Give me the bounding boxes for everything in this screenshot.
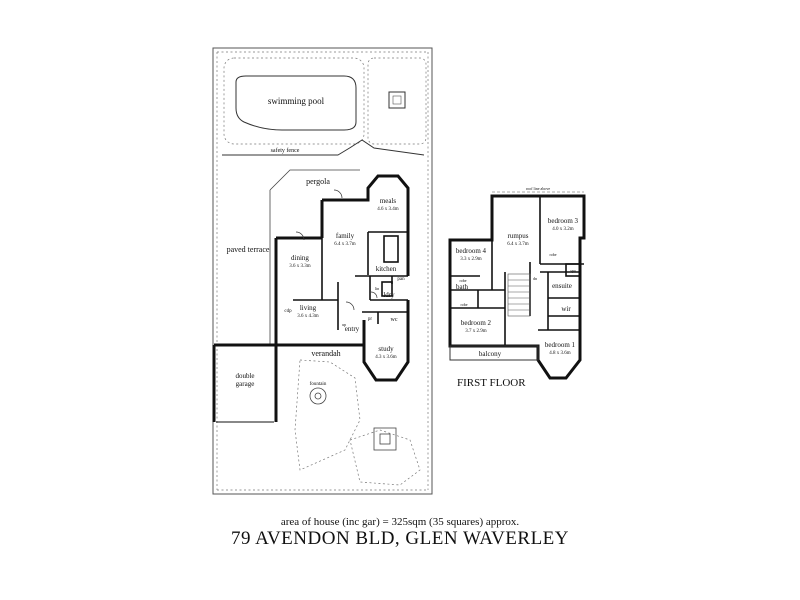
ground-floor-walls: [212, 174, 410, 422]
bedroom4-size: 3.3 x 2.9m: [460, 257, 482, 262]
pan-label: pan: [397, 277, 405, 282]
ldry-label: ldry: [383, 291, 395, 299]
living-size: 3.6 x 4.3m: [297, 314, 319, 319]
bedroom1-label: bedroom 1: [545, 341, 576, 349]
wir-label: wir: [561, 305, 571, 313]
bedroom3-size: 4.0 x 3.2m: [552, 227, 574, 232]
spa-label: spa: [570, 268, 576, 273]
ensuite-label: ensuite: [552, 282, 572, 290]
fountain-label: fountain: [310, 382, 327, 387]
door-swings: [295, 189, 378, 311]
lin-label: lin: [375, 286, 379, 291]
dining-label: dining: [291, 254, 309, 262]
pergola-label: pergola: [306, 177, 330, 186]
wc-label: wc: [391, 317, 398, 323]
bedroom4-label: bedroom 4: [456, 247, 487, 255]
site-boundary: [212, 47, 433, 495]
garden-hedges: [216, 51, 429, 491]
entry-label: entry: [345, 325, 360, 333]
meals-label: meals: [380, 197, 397, 205]
dn-label: dn: [533, 276, 537, 281]
garage-label-line1: double: [235, 372, 254, 380]
swimming-pool-label: swimming pool: [268, 96, 325, 106]
robe-label-a: robe: [459, 278, 466, 283]
swimming-pool: swimming pool: [235, 75, 357, 131]
safety-fence-label: safety fence: [271, 147, 300, 154]
bedroom3-label: bedroom 3: [548, 217, 579, 225]
balcony-label: balcony: [479, 350, 502, 358]
fountain-icon: [309, 387, 327, 405]
bedroom2-label: bedroom 2: [461, 319, 492, 327]
cdp-label: cdp: [284, 309, 292, 314]
first-floor-internal-walls: [450, 196, 584, 346]
first-floor-stairs: [507, 273, 531, 317]
paved-terrace-label: paved terrace: [227, 245, 270, 254]
garage-label-line2: garage: [236, 380, 255, 388]
pool-pavilion: [388, 91, 406, 109]
kitchen-label: kitchen: [376, 265, 397, 273]
study-label: study: [378, 345, 394, 353]
pergola: [269, 169, 360, 345]
verandah-label: verandah: [311, 349, 340, 358]
living-label: living: [300, 304, 317, 312]
family-size: 6.4 x 3.7m: [334, 242, 356, 247]
roof-line-note: roof line above: [526, 186, 550, 191]
study-size: 4.3 x 3.6m: [375, 355, 397, 360]
first-floor-outline: [448, 194, 586, 380]
safety-fence: safety fence: [222, 139, 425, 156]
bath-label: bath: [456, 283, 469, 291]
family-label: family: [336, 232, 355, 240]
first-floor-title: FIRST FLOOR: [457, 377, 526, 389]
dining-size: 3.6 x 3.3m: [289, 264, 311, 269]
rumpus-label: rumpus: [508, 232, 529, 240]
up-label: up: [342, 322, 346, 327]
robe-label-b: robe: [460, 302, 467, 307]
bedroom2-size: 3.7 x 2.9m: [465, 329, 487, 334]
ground-floor-internal-walls: [293, 231, 408, 330]
pr-label: pr: [368, 317, 373, 322]
area-caption: area of house (inc gar) = 325sqm (35 squ…: [280, 516, 520, 528]
meals-size: 4.6 x 3.4m: [377, 207, 399, 212]
robe-label-c: robe: [549, 252, 556, 257]
address-title: 79 AVENDON BLD, GLEN WAVERLEY: [230, 528, 570, 549]
garden-feature: [373, 427, 397, 451]
balcony: [449, 345, 539, 361]
rumpus-size: 6.4 x 3.7m: [507, 242, 529, 247]
bedroom1-size: 4.8 x 3.6m: [549, 351, 571, 356]
